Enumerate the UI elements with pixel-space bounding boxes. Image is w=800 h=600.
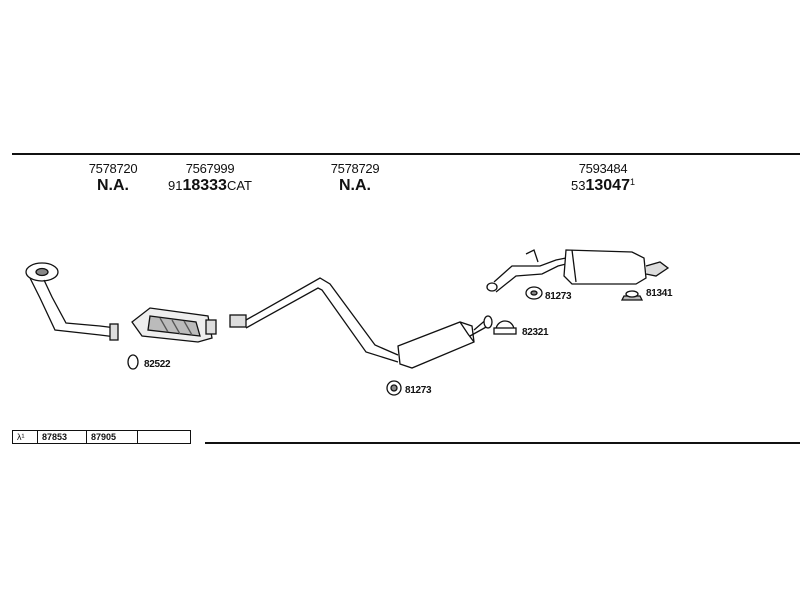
header-part-3: 7578729 N.A.: [312, 162, 398, 194]
alternate-number: 9118333CAT: [150, 178, 270, 194]
rear-pipe: [486, 249, 567, 293]
gasket-icon: [127, 354, 139, 370]
alt-main: 18333: [182, 177, 227, 194]
alt-superscript: 1: [629, 177, 635, 187]
label-rubber-mount-rear: 81273: [545, 291, 572, 302]
label-rear-mount: 81341: [646, 288, 673, 299]
alternate-number: 53130471: [548, 178, 658, 194]
header-part-2: 7567999 9118333CAT: [150, 162, 270, 194]
legend-item: [138, 431, 190, 443]
rear-mount-icon: [620, 290, 644, 301]
label-clamp: 82321: [522, 327, 549, 338]
rubber-mount-mid-icon: [386, 380, 402, 396]
legend-symbol: λ¹: [13, 431, 38, 443]
part-number: 7578720: [88, 161, 138, 176]
legend-table: λ¹ 87853 87905: [12, 430, 191, 444]
part-number: 7567999: [185, 161, 235, 176]
intermediate-pipe: [229, 277, 399, 363]
rear-silencer: [563, 249, 670, 285]
catalytic-converter: [131, 307, 217, 343]
legend-item: 87853: [38, 431, 87, 443]
middle-silencer: [397, 315, 493, 369]
alt-prefix: 91: [167, 178, 183, 193]
label-rubber-mount-mid: 81273: [405, 385, 432, 396]
alt-prefix: 53: [571, 178, 586, 193]
legend-item: 87905: [87, 431, 138, 443]
alt-main: N.A.: [97, 177, 129, 194]
alt-main: N.A.: [339, 177, 371, 194]
alt-suffix: CAT: [226, 178, 252, 193]
alternate-number: N.A.: [312, 178, 398, 194]
clamp-icon: [493, 320, 517, 335]
front-pipe: [25, 262, 119, 341]
part-number: 7593484: [578, 161, 628, 176]
alternate-number: N.A.: [70, 178, 156, 194]
rubber-mount-rear-icon: [525, 286, 543, 300]
header-part-1: 7578720 N.A.: [70, 162, 156, 194]
header-part-4: 7593484 53130471: [548, 162, 658, 194]
label-gasket: 82522: [144, 359, 171, 370]
part-number: 7578729: [330, 161, 380, 176]
alt-main: 13047: [585, 177, 630, 194]
